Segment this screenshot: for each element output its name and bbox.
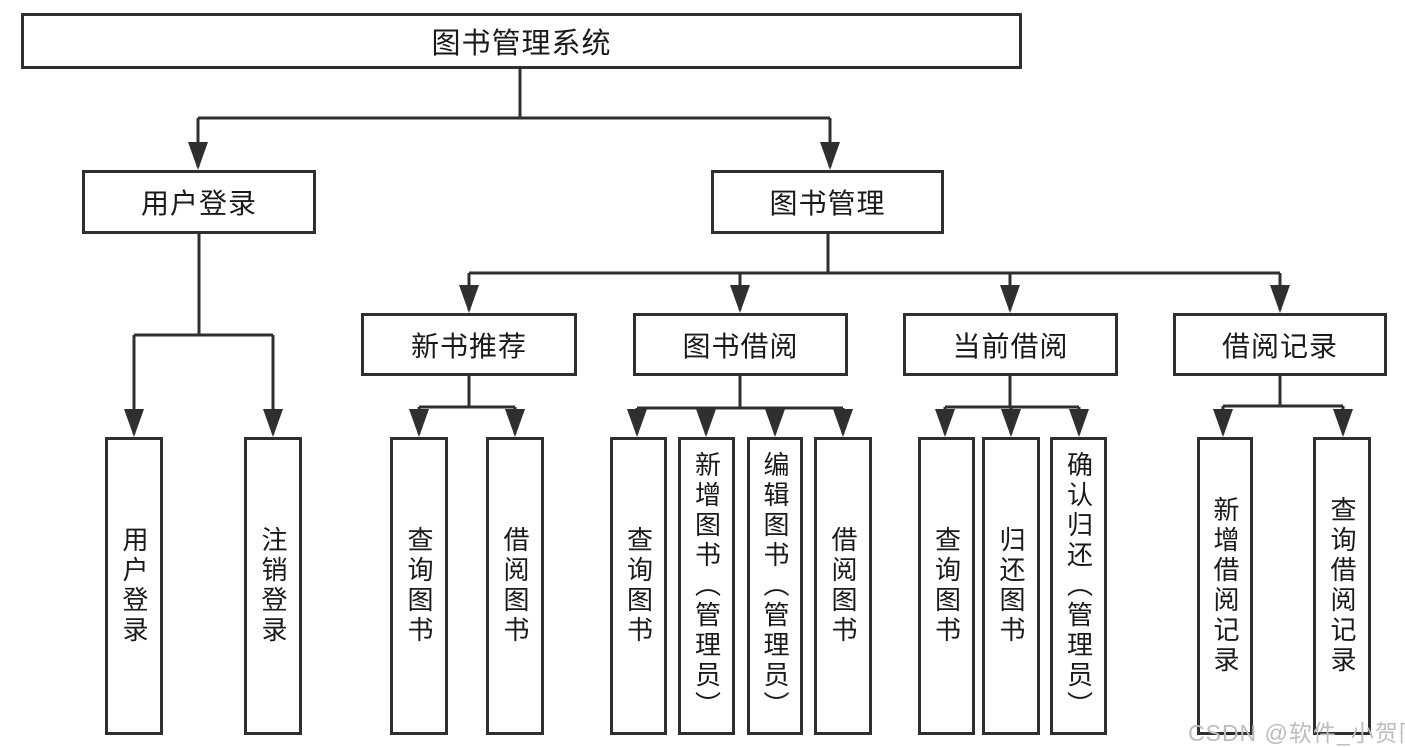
node-new-book-recommendation: 新书推荐	[361, 313, 577, 376]
node-user-login: 用户登录	[82, 170, 316, 234]
leaf-query-books-recommend: 查询图书	[390, 437, 448, 735]
leaf-user-login: 用户登录	[105, 437, 163, 735]
leaf-query-books-current: 查询图书	[918, 437, 975, 735]
csdn-watermark: CSDN @软件_小贺同学	[1188, 720, 1405, 746]
leaf-borrow-books-recommend: 借阅图书	[486, 437, 544, 735]
connector-book-mgmt-rail	[469, 234, 1280, 275]
leaf-query-books-borrow: 查询图书	[610, 437, 667, 735]
node-book-management: 图书管理	[711, 170, 944, 234]
node-book-borrowing: 图书借阅	[633, 313, 848, 376]
connector-root-rail	[198, 68, 830, 120]
connector-current-borrow-rail	[945, 376, 1079, 409]
node-current-borrowing: 当前借阅	[903, 313, 1118, 376]
connector-borrow-record-rail	[1223, 376, 1343, 408]
leaf-confirm-return-admin: 确认归还（管理员）	[1050, 437, 1107, 735]
leaf-add-borrow-record: 新增借阅记录	[1197, 437, 1253, 735]
node-root-library-system: 图书管理系统	[21, 13, 1022, 69]
leaf-add-books-admin: 新增图书（管理员）	[678, 437, 735, 735]
leaf-query-borrow-record: 查询借阅记录	[1313, 437, 1371, 735]
node-borrowing-records: 借阅记录	[1173, 313, 1387, 376]
connector-new-book-rail	[419, 376, 515, 409]
leaf-borrow-books: 借阅图书	[814, 437, 872, 735]
leaf-return-books: 归还图书	[982, 437, 1040, 735]
connector-book-borrow-rail	[637, 376, 843, 410]
connector-user-login-rail	[134, 234, 273, 337]
leaf-edit-books-admin: 编辑图书（管理员）	[747, 437, 803, 735]
leaf-logout: 注销登录	[244, 437, 302, 735]
